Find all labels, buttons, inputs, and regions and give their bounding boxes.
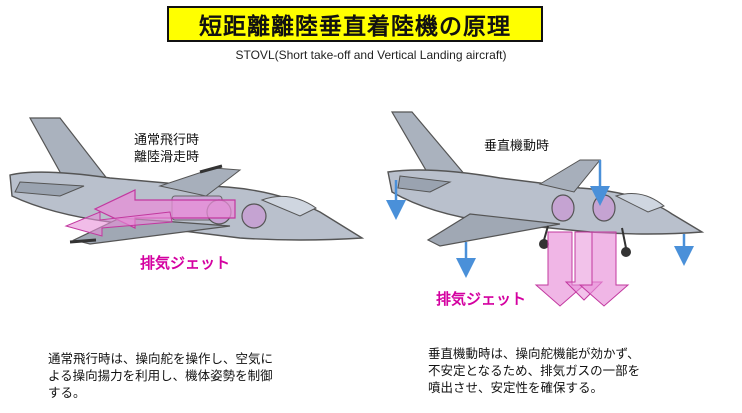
- right-description: 垂直機動時は、操向舵機能が効かず、 不安定となるため、排気ガスの一部を 噴出させ…: [428, 346, 641, 395]
- right-mode-label: 垂直機動時: [484, 139, 550, 154]
- title-box: 短距離離陸垂直着陸機の原理: [167, 6, 543, 42]
- left-description: 通常飛行時は、操向舵を操作し、空気に よる操向揚力を利用し、機体姿勢を制御 する…: [48, 351, 274, 400]
- left-aircraft: [9, 117, 365, 245]
- left-exhaust-label: 排気ジェット: [140, 254, 231, 272]
- left-mode-label: 通常飛行時 離陸滑走時: [134, 133, 200, 165]
- right-exhaust-label: 排気ジェット: [436, 290, 527, 308]
- right-aircraft: [386, 111, 705, 307]
- subtitle: STOVL(Short take-off and Vertical Landin…: [235, 48, 507, 62]
- page-title: 短距離離陸垂直着陸機の原理: [199, 14, 511, 40]
